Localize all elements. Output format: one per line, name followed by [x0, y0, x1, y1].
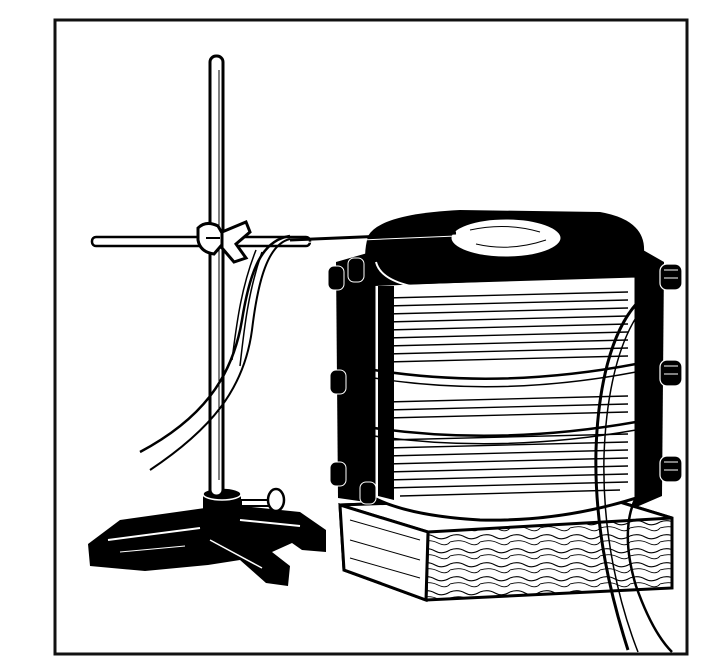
probe-rod [289, 231, 457, 242]
frame-bolts-left [327, 257, 377, 505]
stand-base [88, 505, 326, 586]
lead-wires-left [139, 234, 291, 471]
electromagnet [327, 210, 683, 522]
coil-windings [385, 291, 629, 497]
frame-plate-left [336, 250, 380, 504]
specimen-disk [448, 216, 564, 260]
retort-stand [88, 54, 326, 586]
stand-rod [208, 54, 225, 498]
frame-plate-right [634, 246, 664, 508]
lead-wires-right [594, 298, 673, 653]
rod-clamp [196, 220, 252, 264]
frame-bolts-right [659, 263, 683, 483]
